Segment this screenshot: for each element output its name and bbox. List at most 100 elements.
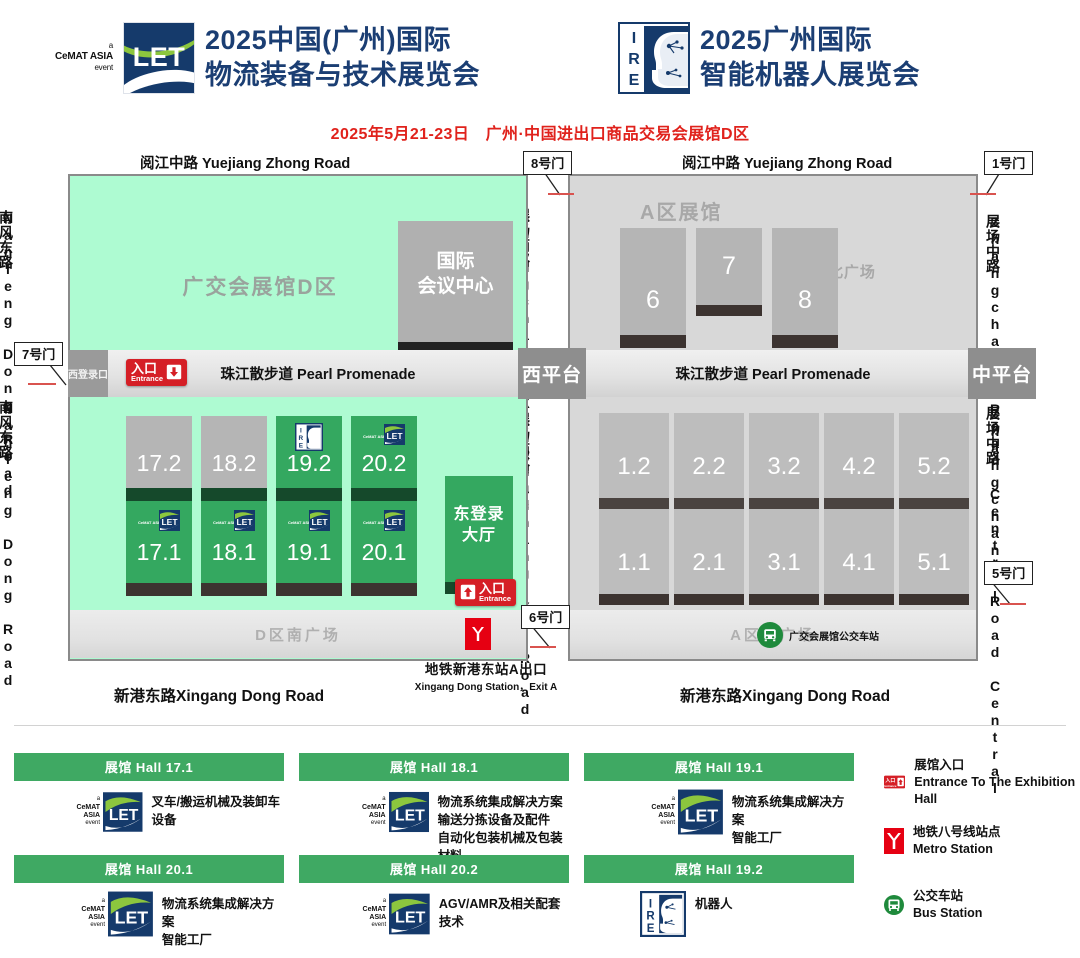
hall-18-1-number: 18.1 xyxy=(211,539,257,565)
svg-text:E: E xyxy=(647,923,655,935)
venue-map: 阅江中路 Yuejiang Zhong Road 阅江中路 Yuejiang Z… xyxy=(0,150,1080,797)
gate-8-label[interactable]: 8号门 xyxy=(523,151,573,175)
hall-4-2-number: 4.2 xyxy=(842,453,876,480)
hall-5-1[interactable]: 5.1 xyxy=(899,509,969,605)
hall-5-2-number: 5.2 xyxy=(917,453,951,480)
zone-a-area: A区展馆 A区北广场 6 7 8 1.2 2.2 3.2 xyxy=(568,174,978,661)
ire-brand-block: I R E 2025广州国际 智能机器人展览会 xyxy=(618,22,920,94)
let-logo-icon: LET xyxy=(123,22,196,94)
zone-a-title: A区展馆 xyxy=(640,202,723,224)
legend-19-2-desc-line1: 机器人 xyxy=(695,897,733,911)
legend-18-1-desc-line1: 物流系统集成解决方案 xyxy=(437,795,563,809)
east-registration-hall[interactable]: 东登录 大厅 xyxy=(445,476,513,594)
west-registration-entrance[interactable]: 西登录口 xyxy=(68,350,108,397)
gate-6-marker xyxy=(530,646,556,648)
west-platform: 西平台 xyxy=(518,348,586,399)
metro-exit-cn: 地铁新港东站A出口 xyxy=(424,662,548,677)
legend-card-20-2-desc: AGV/AMR及相关配套技术 xyxy=(439,891,569,931)
svg-text:LET: LET xyxy=(236,517,253,527)
hall-6-number: 6 xyxy=(646,286,660,314)
west-entrance-marker[interactable]: 入口 Entrance xyxy=(126,359,188,386)
svg-text:LET: LET xyxy=(386,431,403,441)
let-brand-block: a CeMAT ASIA event LET 2025中国(广州)国际 物流装备… xyxy=(55,22,480,94)
hall-18-2-number: 18.2 xyxy=(211,450,257,476)
bus-station-icon[interactable] xyxy=(757,622,783,648)
hall-20-2-number: 20.2 xyxy=(361,450,407,476)
hall-5-2[interactable]: 5.2 xyxy=(899,413,969,509)
hall-19-2-number: 19.2 xyxy=(286,450,332,476)
cemat-event-word: event xyxy=(94,63,114,73)
hall-17-1-number: 17.1 xyxy=(136,539,182,565)
ire-title-line2: 智能机器人展览会 xyxy=(700,60,920,90)
hall-8-number: 8 xyxy=(798,286,812,314)
hall-7[interactable]: 7 xyxy=(696,228,762,316)
svg-text:I: I xyxy=(300,427,302,434)
international-conference-center[interactable]: 国际 会议中心 xyxy=(398,221,513,356)
road-zhangchang-central-lower-cn: 展场中路 xyxy=(985,406,1001,466)
svg-text:CeMAT ASIA: CeMAT ASIA xyxy=(363,434,387,439)
svg-text:LET: LET xyxy=(115,907,149,927)
hall-1-2[interactable]: 1.2 xyxy=(599,413,669,509)
hall-3-2[interactable]: 3.2 xyxy=(749,413,819,509)
east-entrance-marker[interactable]: 入口 Entrance xyxy=(455,579,517,606)
hall-2-1[interactable]: 2.1 xyxy=(674,509,744,605)
legend-card-hall-19-2[interactable]: 展馆 Hall 19.2 I R E 机器人 xyxy=(584,855,854,937)
hall-4-1[interactable]: 4.1 xyxy=(824,509,894,605)
gate-6-label[interactable]: 6号门 xyxy=(521,605,571,629)
legend-card-19-2-title: 展馆 Hall 19.2 xyxy=(584,855,854,883)
road-yuejiang-zhong-left: 阅江中路 Yuejiang Zhong Road xyxy=(140,156,351,172)
hall-2-2-number: 2.2 xyxy=(692,453,726,480)
hall-6[interactable]: 6 xyxy=(620,228,686,348)
page-header: a CeMAT ASIA event LET 2025中国(广州)国际 物流装备… xyxy=(0,0,1080,143)
cemat-asia-tagline: a CeMAT ASIA event xyxy=(55,41,113,76)
legend-card-19-1-desc: 物流系统集成解决方案 智能工厂 xyxy=(732,789,854,847)
gate-7-label[interactable]: 7号门 xyxy=(14,342,64,366)
hall-1-1[interactable]: 1.1 xyxy=(599,509,669,605)
pearl-promenade-right: 珠江散步道 Pearl Promenade xyxy=(568,350,978,397)
gate-1-label[interactable]: 1号门 xyxy=(984,151,1034,175)
legend-entrance-cn: 展馆入口 xyxy=(914,758,965,772)
legend-key-bus: 公交车站 Bus Station xyxy=(884,888,982,922)
svg-text:LET: LET xyxy=(685,805,719,825)
hall-2-1-number: 2.1 xyxy=(692,549,726,576)
svg-text:LET: LET xyxy=(109,807,139,824)
svg-text:I: I xyxy=(649,898,652,910)
road-nanfeng-dong-upper-cn: 南风东路 xyxy=(0,210,14,270)
hall-2-2[interactable]: 2.2 xyxy=(674,413,744,509)
hall-18-2[interactable]: 18.2 xyxy=(201,416,267,501)
east-hall-line1: 东登录 xyxy=(453,506,505,523)
hall-8[interactable]: 8 xyxy=(772,228,838,348)
legend-19-1-desc-line1: 物流系统集成解决方案 xyxy=(731,795,845,828)
hall-20-1-number: 20.1 xyxy=(361,539,407,565)
gate-5-label[interactable]: 5号门 xyxy=(984,561,1034,585)
hall-19-1-number: 19.1 xyxy=(286,539,332,565)
gate-7-marker xyxy=(28,383,56,385)
hall-17-2[interactable]: 17.2 xyxy=(126,416,192,501)
road-zhangchang-central-lower-en: Zhangchang Road Central xyxy=(987,406,1003,797)
hall-4-2[interactable]: 4.2 xyxy=(824,413,894,509)
east-entrance-en: Entrance xyxy=(479,594,512,603)
hall-3-1[interactable]: 3.1 xyxy=(749,509,819,605)
svg-text:LET: LET xyxy=(395,908,426,926)
let-title-line2: 物流装备与技术展览会 xyxy=(205,60,481,90)
legend-divider xyxy=(14,725,1066,726)
road-xingang-dong-right: 新港东路Xingang Dong Road xyxy=(680,688,891,705)
metro-station-icon[interactable] xyxy=(465,618,491,650)
